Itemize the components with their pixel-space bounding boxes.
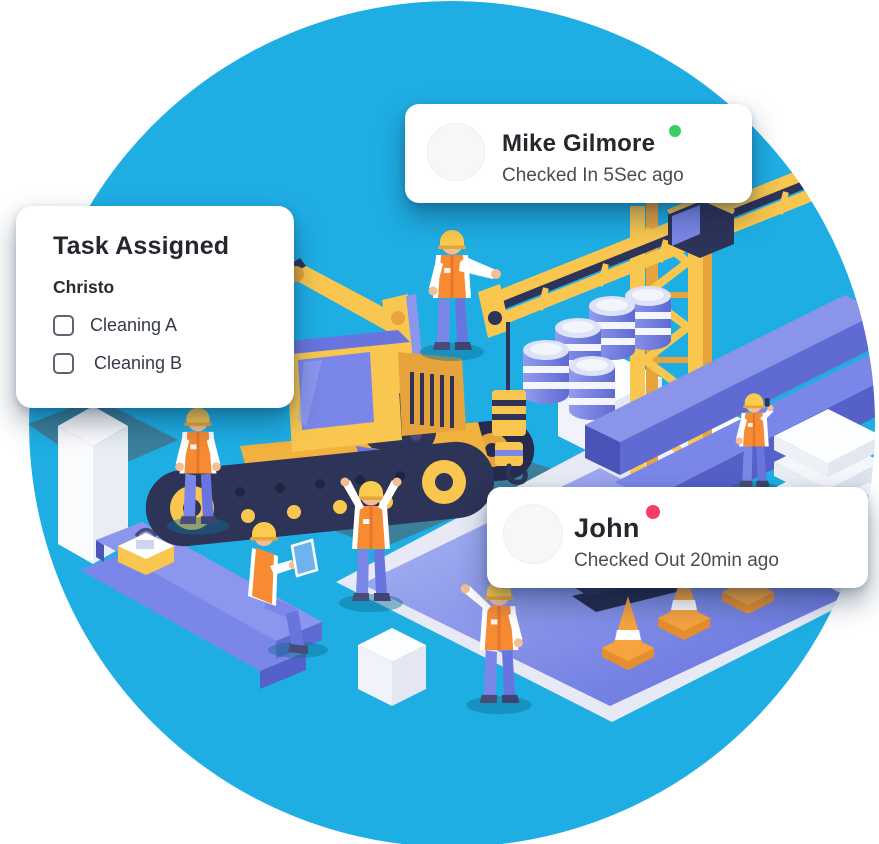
status-dot-online	[669, 125, 682, 137]
task-label: Cleaning B	[94, 353, 183, 373]
person-name: John	[574, 513, 640, 543]
toolbox	[118, 527, 174, 575]
crane-cab	[667, 195, 736, 258]
task-row-cleaning-a: Cleaning A	[53, 315, 274, 336]
checkbox-cleaning-b[interactable]	[53, 353, 74, 374]
task-row-cleaning-b: Cleaning B	[53, 353, 274, 374]
worker-by-pillar	[166, 407, 230, 535]
person-name: Mike Gilmore	[502, 130, 656, 157]
task-assignee: Christo	[53, 277, 115, 297]
tower-crane	[478, 148, 868, 572]
task-assigned-card: Task Assigned Christo Cleaning A Cleanin…	[16, 206, 294, 408]
excavator	[145, 258, 535, 547]
avatar	[427, 123, 485, 181]
storage-pillar	[58, 406, 128, 564]
status-text: Checked In 5Sec ago	[502, 165, 684, 186]
worker-near-boxes	[420, 230, 501, 361]
checkout-card-john: John Checked Out 20min ago	[487, 487, 868, 588]
tablet	[290, 538, 319, 578]
worker-raised-hands	[339, 477, 403, 612]
worker-waving	[460, 580, 532, 715]
status-dot-offline	[645, 505, 660, 519]
blue-barrels	[523, 286, 671, 420]
task-label: Cleaning A	[90, 315, 178, 335]
status-text: Checked Out 20min ago	[574, 550, 779, 571]
task-card-title: Task Assigned	[53, 232, 230, 260]
white-box-bottom	[358, 628, 426, 706]
worker-sitting-tablet	[248, 522, 328, 658]
crane-hook	[492, 322, 528, 485]
checkbox-cleaning-a[interactable]	[53, 315, 74, 336]
avatar	[503, 504, 563, 564]
worker-on-phone	[729, 393, 779, 496]
checkin-card-mike: Mike Gilmore Checked In 5Sec ago	[405, 104, 752, 203]
